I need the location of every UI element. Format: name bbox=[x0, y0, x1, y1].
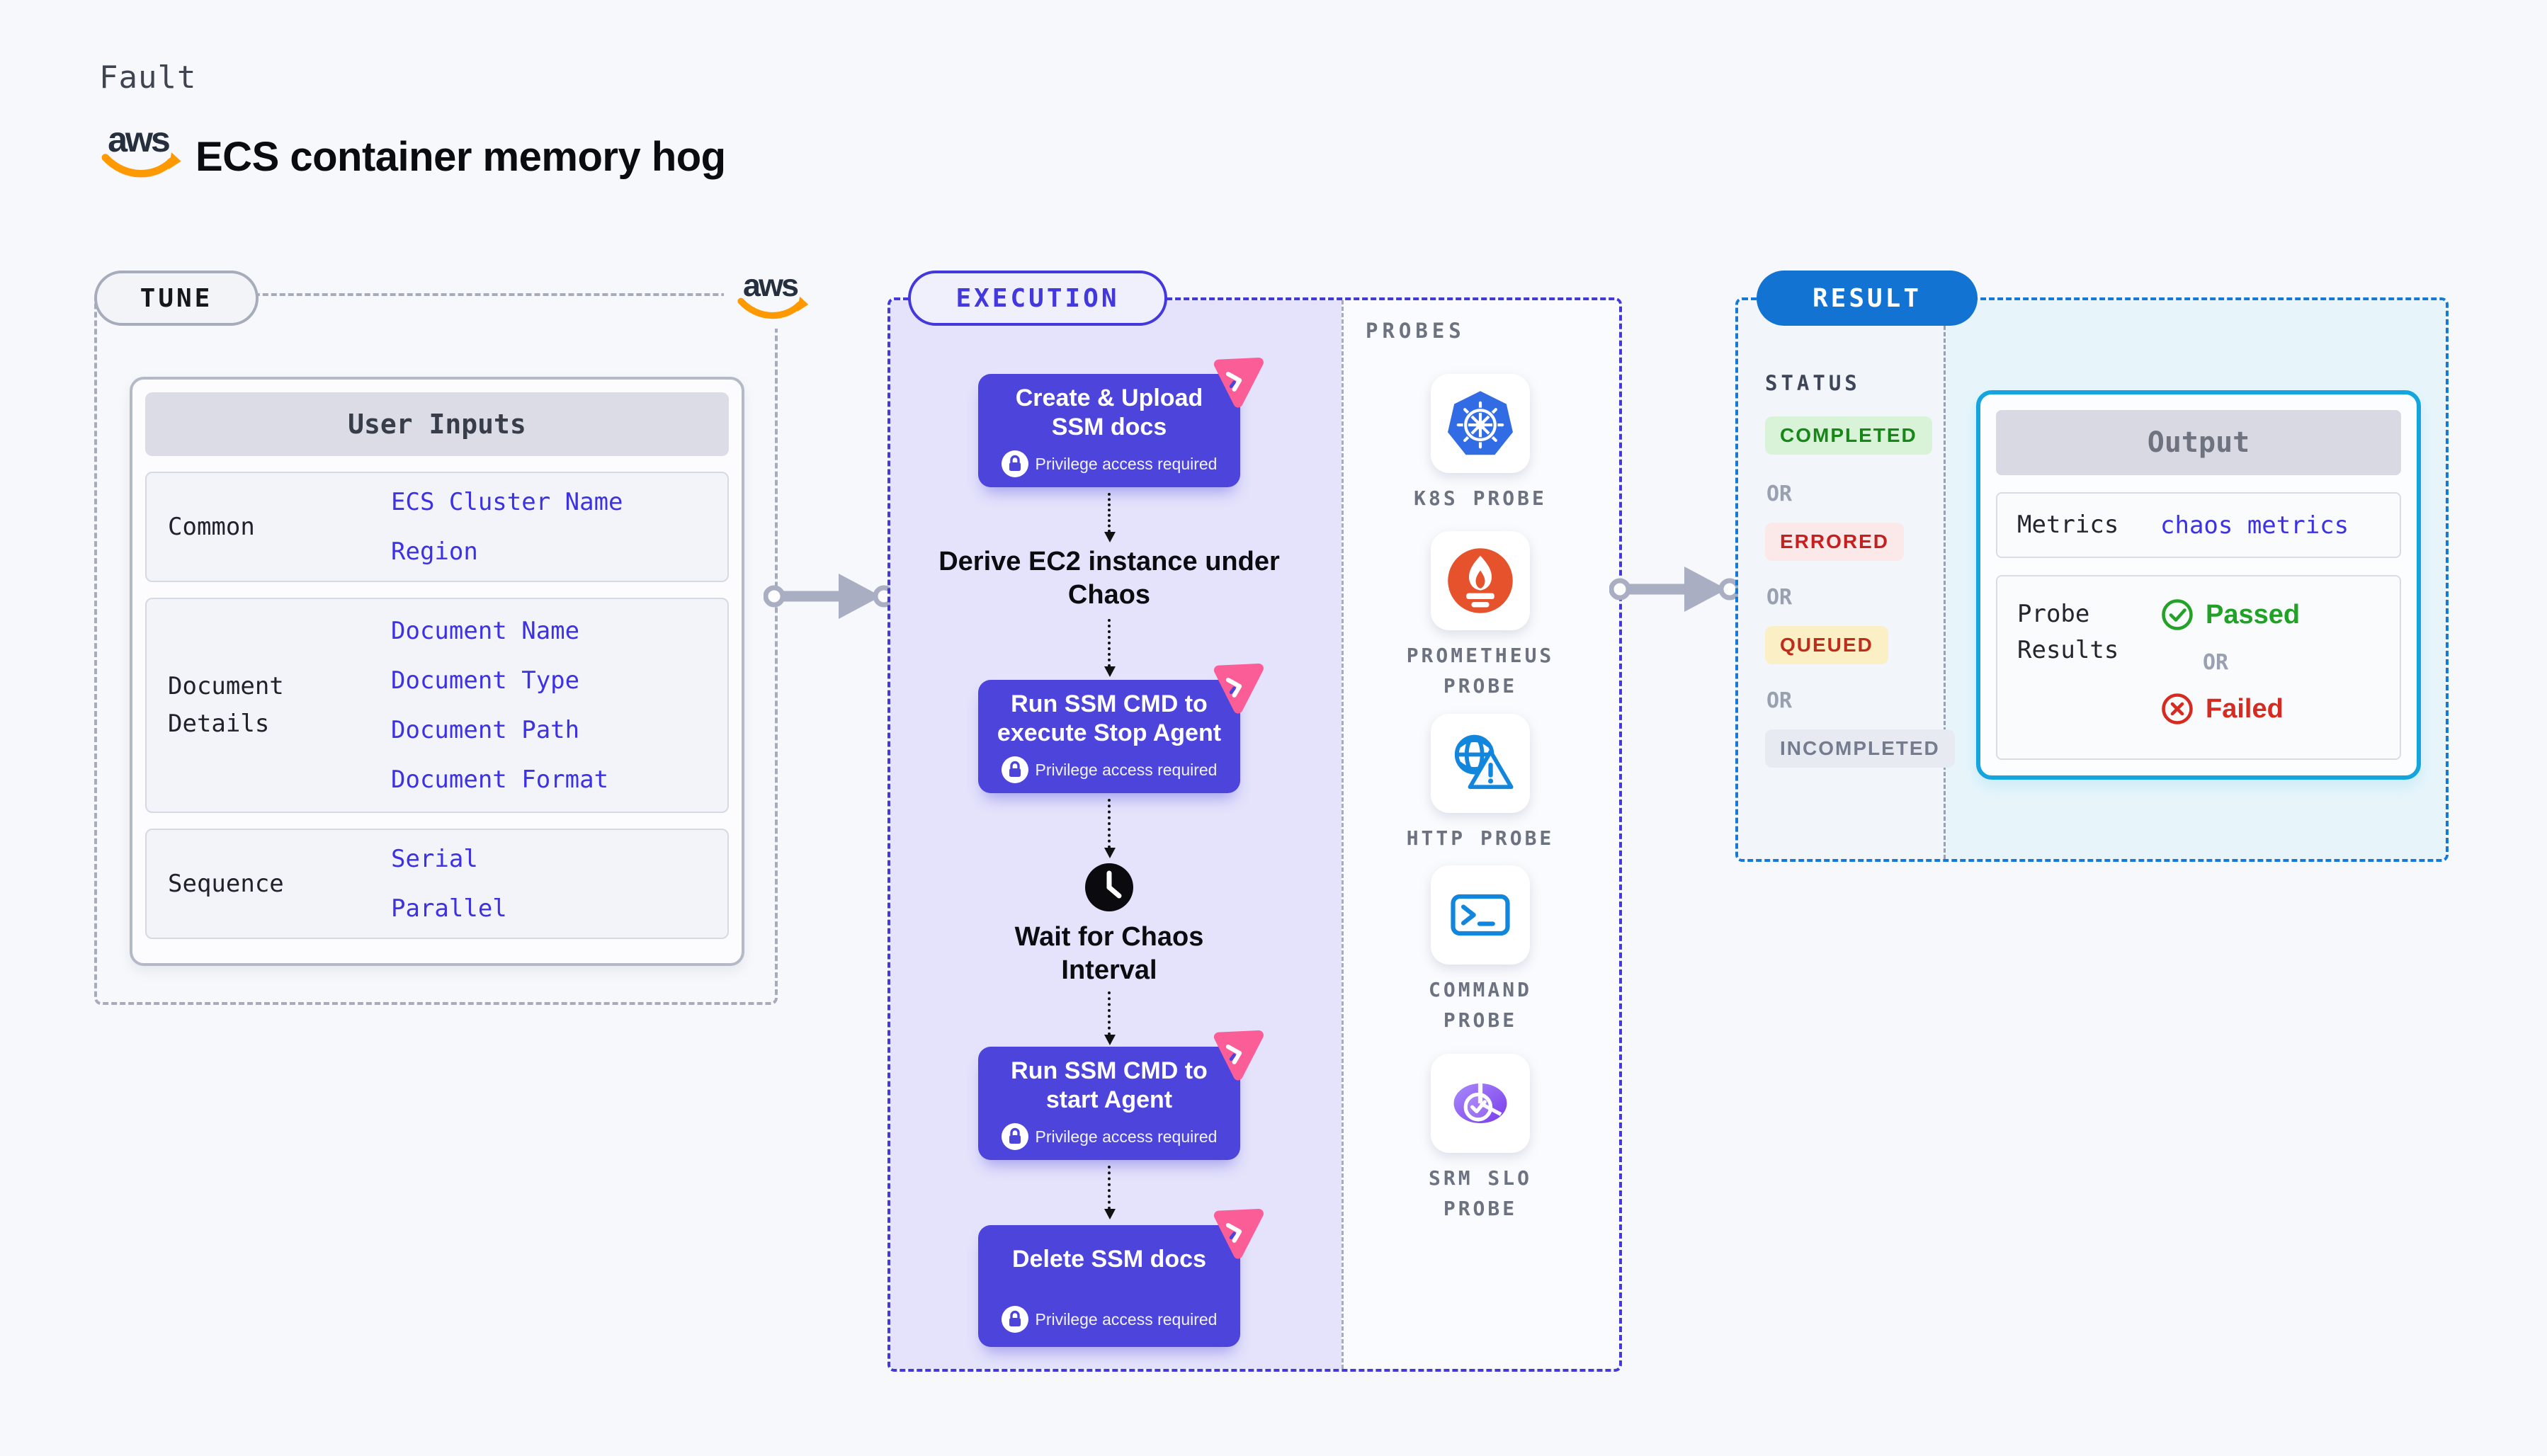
aws-logo-small: aws bbox=[724, 261, 819, 329]
table-row-document-details: Document Details Document Name Document … bbox=[145, 598, 729, 813]
input-link-document-type[interactable]: Document Type bbox=[391, 666, 580, 695]
chaos-step-icon bbox=[1213, 1209, 1264, 1259]
x-circle-icon bbox=[2162, 693, 2193, 724]
probes-lane bbox=[1341, 300, 1619, 1369]
flow-arrow-execution-to-result bbox=[1609, 567, 1741, 612]
execution-section-badge: EXECUTION bbox=[908, 271, 1167, 326]
aws-logo: aws bbox=[95, 119, 184, 185]
input-link-document-name[interactable]: Document Name bbox=[391, 617, 580, 645]
clock-icon bbox=[1085, 863, 1133, 911]
privilege-note: Privilege access required bbox=[1035, 1127, 1218, 1146]
aws-logo-text: aws bbox=[108, 119, 169, 159]
lock-icon bbox=[1001, 1306, 1028, 1333]
step-title: Delete SSM docs bbox=[1012, 1246, 1206, 1273]
chaos-step-icon bbox=[1213, 664, 1264, 714]
row-label: Common bbox=[168, 512, 255, 541]
step-delete-ssm-docs[interactable]: Delete SSM docs Privilege access require… bbox=[978, 1225, 1240, 1347]
table-row-common: Common ECS Cluster Name Region bbox=[145, 472, 729, 582]
tune-section-box bbox=[94, 293, 778, 1005]
probe-label: HTTP PROBE bbox=[1406, 826, 1555, 850]
chaos-step-icon bbox=[1213, 1030, 1264, 1081]
row-label: Sequence bbox=[168, 869, 284, 898]
input-link-document-format[interactable]: Document Format bbox=[391, 766, 609, 794]
aws-smile-icon bbox=[737, 297, 803, 319]
probe-label: K8S PROBE bbox=[1414, 487, 1547, 510]
passed-label: Passed bbox=[2206, 599, 2301, 630]
fault-eyebrow: Fault bbox=[99, 59, 197, 96]
probe-results-row: Probe Results Passed OR Failed bbox=[1996, 575, 2401, 760]
failed-label: Failed bbox=[2206, 693, 2284, 724]
lock-icon bbox=[1001, 1123, 1028, 1150]
probe-prometheus[interactable]: PROMETHEUS PROBE bbox=[1387, 531, 1574, 702]
step-title: Run SSM CMD to start Agent bbox=[1011, 1057, 1208, 1113]
user-inputs-card: User Inputs Common ECS Cluster Name Regi… bbox=[130, 377, 744, 966]
status-heading: STATUS bbox=[1765, 371, 1861, 395]
row-label: Document Details bbox=[168, 672, 284, 738]
prometheus-icon bbox=[1431, 531, 1530, 630]
aws-logo-text: aws bbox=[743, 268, 798, 303]
step-run-ssm-cmd-stop-agent[interactable]: Run SSM CMD to execute Stop Agent Privil… bbox=[978, 680, 1240, 793]
failed-result: Failed bbox=[2160, 692, 2300, 726]
metrics-label: Metrics bbox=[2017, 511, 2119, 540]
input-link-ecs-cluster-name[interactable]: ECS Cluster Name bbox=[391, 488, 623, 516]
or-separator: OR bbox=[2203, 650, 2229, 676]
probes-heading: PROBES bbox=[1366, 319, 1465, 343]
aws-smile-icon bbox=[101, 154, 176, 178]
probe-srm-slo[interactable]: SRM SLO PROBE bbox=[1387, 1054, 1574, 1224]
probe-results-label: Probe Results bbox=[2017, 600, 2119, 665]
or-separator: OR bbox=[1766, 585, 1793, 610]
probe-label: COMMAND PROBE bbox=[1428, 978, 1532, 1033]
privilege-note: Privilege access required bbox=[1035, 760, 1218, 779]
tune-section-badge: TUNE bbox=[94, 271, 259, 326]
terminal-icon bbox=[1431, 865, 1530, 965]
privilege-note: Privilege access required bbox=[1035, 454, 1218, 473]
flow-connector bbox=[1104, 619, 1116, 677]
check-circle-icon bbox=[2162, 599, 2193, 630]
probe-label: SRM SLO PROBE bbox=[1428, 1166, 1532, 1221]
chaos-step-icon bbox=[1213, 358, 1264, 408]
probe-k8s[interactable]: K8S PROBE bbox=[1387, 374, 1574, 513]
flow-connector bbox=[1104, 493, 1116, 542]
or-separator: OR bbox=[1766, 482, 1793, 506]
flow-connector bbox=[1104, 991, 1116, 1045]
lock-icon bbox=[1001, 450, 1028, 477]
status-badge-completed: COMPLETED bbox=[1765, 416, 1932, 455]
status-badge-incompleted: INCOMPLETED bbox=[1765, 729, 1955, 768]
step-title: Create & Upload SSM docs bbox=[1015, 385, 1203, 440]
probe-label: PROMETHEUS PROBE bbox=[1406, 644, 1555, 698]
status-badge-errored: ERRORED bbox=[1765, 523, 1905, 561]
probe-command[interactable]: COMMAND PROBE bbox=[1387, 865, 1574, 1036]
output-card: Output Metrics chaos metrics Probe Resul… bbox=[1976, 390, 2421, 780]
passed-result: Passed bbox=[2160, 598, 2300, 632]
step-wait-for-chaos-interval: Wait for Chaos Interval bbox=[1014, 922, 1204, 985]
input-link-region[interactable]: Region bbox=[391, 538, 478, 566]
page-title: ECS container memory hog bbox=[195, 134, 726, 180]
output-header: Output bbox=[1996, 410, 2401, 475]
metrics-row: Metrics chaos metrics bbox=[1996, 492, 2401, 559]
input-link-document-path[interactable]: Document Path bbox=[391, 716, 580, 744]
step-create-upload-ssm-docs[interactable]: Create & Upload SSM docs Privilege acces… bbox=[978, 374, 1240, 487]
privilege-note: Privilege access required bbox=[1035, 1309, 1218, 1329]
http-globe-warning-icon bbox=[1431, 714, 1530, 813]
input-link-parallel[interactable]: Parallel bbox=[391, 894, 507, 923]
slo-pie-check-icon bbox=[1431, 1054, 1530, 1153]
result-section-badge: RESULT bbox=[1757, 271, 1978, 326]
status-badge-queued: QUEUED bbox=[1765, 626, 1888, 664]
input-link-serial[interactable]: Serial bbox=[391, 845, 478, 873]
step-run-ssm-cmd-start-agent[interactable]: Run SSM CMD to start Agent Privilege acc… bbox=[978, 1047, 1240, 1160]
flow-connector bbox=[1104, 799, 1116, 858]
table-row-sequence: Sequence Serial Parallel bbox=[145, 829, 729, 939]
or-separator: OR bbox=[1766, 688, 1793, 713]
step-derive-ec2-instance: Derive EC2 instance under Chaos bbox=[938, 547, 1280, 610]
lock-icon bbox=[1001, 756, 1028, 783]
flow-connector bbox=[1104, 1166, 1116, 1219]
step-title: Run SSM CMD to execute Stop Agent bbox=[997, 690, 1222, 746]
flow-arrow-tune-to-execution bbox=[764, 574, 895, 619]
user-inputs-header: User Inputs bbox=[145, 392, 729, 456]
probe-http[interactable]: HTTP PROBE bbox=[1387, 714, 1574, 853]
chaos-metrics-link[interactable]: chaos metrics bbox=[2160, 511, 2349, 540]
kubernetes-icon bbox=[1431, 374, 1530, 473]
